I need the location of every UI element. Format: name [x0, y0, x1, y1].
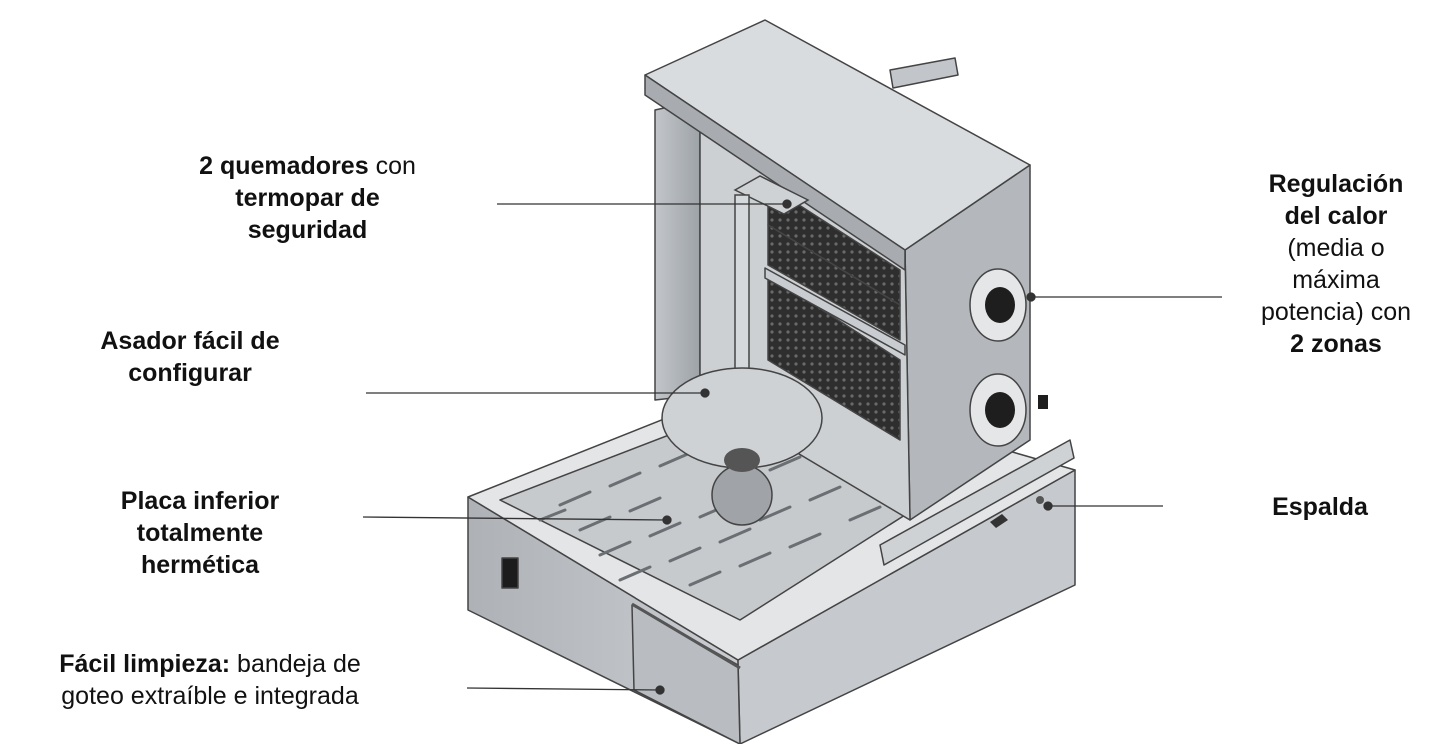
spit-base: [711, 464, 773, 526]
burner-grill-lower: [767, 274, 901, 441]
label-back-bold1: Espalda: [1272, 493, 1368, 521]
plate-slots: [538, 440, 897, 587]
power-switch: [501, 557, 519, 589]
label-spit-bold2: configurar: [128, 359, 252, 387]
label-burners-bold1: 2 quemadores: [199, 152, 369, 180]
label-back: Espalda: [1240, 491, 1400, 523]
label-heat: Regulación del calor (media o máxima pot…: [1222, 168, 1450, 360]
back-wall: [654, 99, 701, 401]
leader-lines: [362, 199, 1222, 695]
label-spit-bold1: Asador fácil de: [100, 327, 280, 355]
label-burners-bold3: seguridad: [247, 216, 368, 244]
label-burners-bold2: termopar de: [235, 184, 380, 212]
label-burners: 2 quemadores con termopar de seguridad: [150, 150, 465, 246]
label-burners-text1: con: [368, 152, 416, 180]
label-cleaning-text2: goteo extraíble e integrada: [61, 682, 359, 710]
label-plate-bold2: totalmente: [136, 519, 264, 547]
label-heat-text2: máxima: [1292, 266, 1380, 294]
heat-knobs: [985, 287, 1048, 428]
burner-grill-upper: [767, 224, 901, 341]
label-heat-text3: potencia) con: [1260, 298, 1412, 326]
label-cleaning-text1: bandeja de: [230, 650, 361, 678]
leader-cleaning: [466, 687, 661, 691]
label-plate-bold1: Placa inferior: [120, 487, 280, 515]
label-plate-bold3: hermética: [140, 551, 260, 579]
label-heat-bold2: del calor: [1284, 202, 1388, 230]
leader-plate: [362, 516, 668, 521]
label-heat-text1: (media o: [1287, 234, 1385, 262]
label-spit: Asador fácil de configurar: [55, 325, 325, 389]
label-heat-bold1: Regulación: [1268, 170, 1404, 198]
back-latch: [990, 514, 1008, 528]
label-heat-bold3: 2 zonas: [1290, 330, 1382, 358]
label-cleaning-bold1: Fácil limpieza:: [59, 650, 231, 678]
label-plate: Placa inferior totalmente hermética: [65, 485, 335, 581]
label-cleaning: Fácil limpieza: bandeja de goteo extraíb…: [0, 648, 420, 712]
